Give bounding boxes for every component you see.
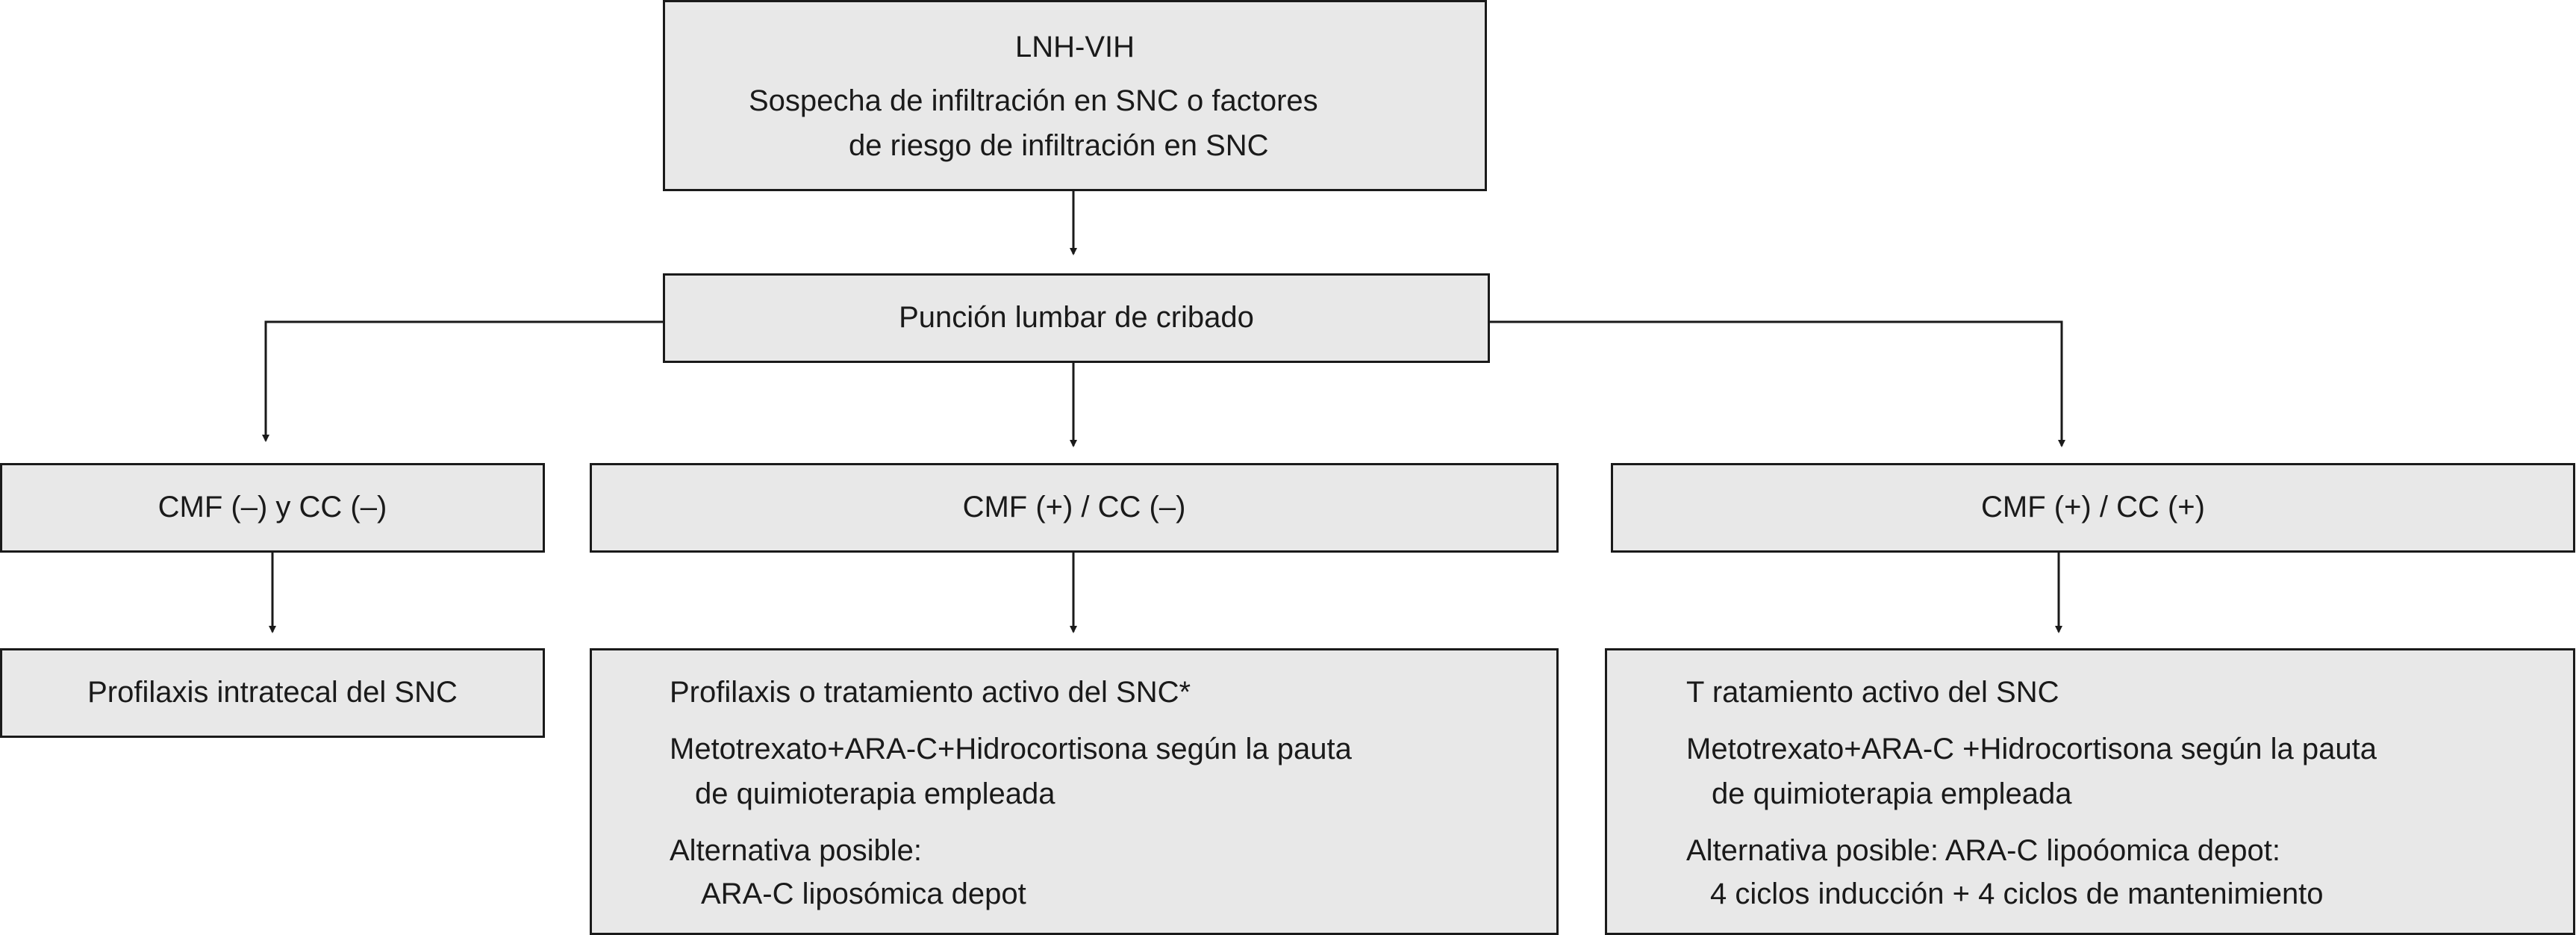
arrow-screening-to-right [1488, 320, 2065, 447]
treatment-box-left: Profilaxis intratecal del SNC [0, 648, 545, 738]
treatment-right-line-3: Alternativa posible: ARA-C lipoóomica de… [1686, 834, 2280, 867]
treatment-box-right: T ratamiento activo del SNC Metotrexato+… [1605, 648, 2575, 935]
result-box-right: CMF (+) / CC (+) [1611, 463, 2575, 553]
root-title: LNH-VIH [1014, 31, 1135, 63]
treatment-right-line-1: Metotrexato+ARA-C +Hidrocortisona según … [1686, 733, 2377, 765]
result-label-left: CMF (–) y CC (–) [158, 491, 387, 524]
treatment-right-line-4: 4 ciclos inducción + 4 ciclos de manteni… [1710, 877, 2324, 910]
arrow-screening-to-left [262, 320, 664, 442]
result-box-middle: CMF (+) / CC (–) [590, 463, 1559, 553]
treatment-middle-line-3: Alternativa posible: [670, 834, 922, 867]
treatment-right-heading: T ratamiento activo del SNC [1686, 676, 2059, 709]
screening-label: Punción lumbar de cribado [899, 301, 1254, 334]
treatment-left-line-1: Profilaxis intratecal del SNC [87, 676, 458, 709]
result-label-right: CMF (+) / CC (+) [1981, 491, 2205, 524]
root-line-2: de riesgo de infiltración en SNC [849, 129, 1269, 162]
treatment-middle-heading: Profilaxis o tratamiento activo del SNC* [670, 676, 1191, 709]
treatment-box-middle: Profilaxis o tratamiento activo del SNC*… [590, 648, 1559, 935]
treatment-middle-line-4: ARA-C liposómica depot [701, 877, 1026, 910]
result-label-middle: CMF (+) / CC (–) [962, 491, 1186, 524]
root-box: LNH-VIH Sospecha de infiltración en SNC … [663, 0, 1487, 191]
treatment-right-line-2: de quimioterapia empleada [1712, 777, 2072, 810]
root-line-1: Sospecha de infiltración en SNC o factor… [749, 84, 1318, 117]
result-box-left: CMF (–) y CC (–) [0, 463, 545, 553]
treatment-middle-line-2: de quimioterapia empleada [695, 777, 1055, 810]
screening-box: Punción lumbar de cribado [663, 273, 1490, 363]
treatment-middle-line-1: Metotrexato+ARA-C+Hidrocortisona según l… [670, 733, 1352, 765]
